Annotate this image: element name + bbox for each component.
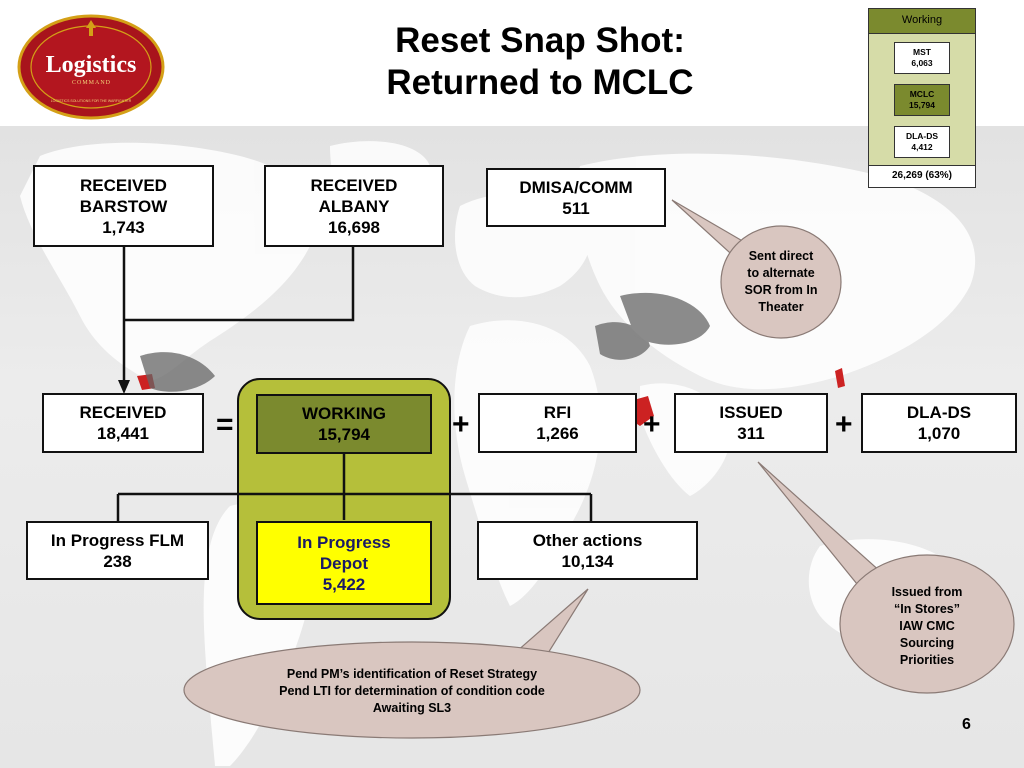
legend-total: 26,269 (63%) xyxy=(868,165,976,188)
plus-sign-2: + xyxy=(643,408,661,441)
working-box: WORKING 15,794 xyxy=(256,394,432,454)
received-barstow-label: RECEIVED xyxy=(80,175,167,195)
received-albany-box: RECEIVED ALBANY 16,698 xyxy=(264,165,444,247)
rfi-box: RFI 1,266 xyxy=(478,393,637,453)
title-line-2: Returned to MCLC xyxy=(386,63,694,102)
received-total-value: 18,441 xyxy=(97,424,149,443)
in-progress-depot-box: In Progress Depot 5,422 xyxy=(256,521,432,605)
dmisa-comm-box: DMISA/COMM 511 xyxy=(486,168,666,227)
map-dark-region-china xyxy=(620,292,710,345)
pend-line-3: Awaiting SL3 xyxy=(372,701,452,715)
plus-sign-1: + xyxy=(452,408,470,441)
in-progress-depot-label: In Progress xyxy=(297,532,391,552)
logo-ring-text: LOGISTICS SOLUTIONS FOR THE WARFIGHTER xyxy=(50,99,132,103)
plus-sign-3: + xyxy=(835,408,853,441)
logo-text: Logistics xyxy=(45,52,137,78)
issued-value: 311 xyxy=(737,424,765,443)
in-progress-flm-box: In Progress FLM 238 xyxy=(26,521,209,580)
issued-from-line-4: Sourcing xyxy=(899,636,955,650)
pend-line-1: Pend PM’s identification of Reset Strate… xyxy=(286,667,538,681)
working-label: WORKING xyxy=(301,404,387,423)
received-total-box: RECEIVED 18,441 xyxy=(42,393,204,453)
legend-item-mst: MST 6,063 xyxy=(894,42,950,74)
dla-ds-label: DLA-DS xyxy=(906,403,972,422)
received-albany-label: RECEIVED xyxy=(310,175,398,195)
in-progress-flm-label: In Progress FLM xyxy=(50,530,185,550)
received-barstow-location: BARSTOW xyxy=(79,196,168,216)
map-dark-region-us xyxy=(140,352,215,392)
issued-from-line-1: Issued from xyxy=(891,585,963,599)
pend-line-2: Pend LTI for determination of condition … xyxy=(279,684,545,698)
logo-subtext: COMMAND xyxy=(72,80,112,86)
issued-from-line-2: “In Stores” xyxy=(894,602,960,616)
received-barstow-box: RECEIVED BARSTOW 1,743 xyxy=(33,165,214,247)
dmisa-comm-label: DMISA/COMM xyxy=(519,177,633,197)
equals-sign: = xyxy=(216,408,234,441)
legend-item-mclc-value: 15,794 xyxy=(909,100,935,110)
logistics-command-logo: Logistics COMMAND LOGISTICS SOLUTIONS FO… xyxy=(16,14,166,120)
in-progress-depot-label-2: Depot xyxy=(319,553,369,573)
legend-item-dla-ds: DLA-DS 4,412 xyxy=(894,126,950,158)
legend-item-dla-ds-name: DLA-DS xyxy=(905,131,939,141)
sent-direct-line-4: Theater xyxy=(758,300,804,314)
issued-from-line-3: IAW CMC xyxy=(899,619,955,633)
issued-label: ISSUED xyxy=(719,403,783,422)
page-title: Reset Snap Shot: Returned to MCLC xyxy=(340,20,740,104)
callout-issued-text: Issued from “In Stores” IAW CMC Sourcing… xyxy=(867,584,987,669)
dmisa-comm-value: 511 xyxy=(562,198,590,218)
sent-direct-line-1: Sent direct xyxy=(748,249,814,263)
rfi-value: 1,266 xyxy=(536,424,579,443)
other-actions-label: Other actions xyxy=(532,530,643,550)
callout-sent-direct-text: Sent direct to alternate SOR from In The… xyxy=(726,248,836,316)
title-line-1: Reset Snap Shot: xyxy=(395,21,685,60)
callout-pend-text: Pend PM’s identification of Reset Strate… xyxy=(200,666,624,717)
issued-from-line-5: Priorities xyxy=(899,653,955,667)
sent-direct-line-3: SOR from In xyxy=(744,283,818,297)
page-number: 6 xyxy=(962,716,971,733)
dla-ds-box: DLA-DS 1,070 xyxy=(861,393,1017,453)
rfi-label: RFI xyxy=(543,403,572,422)
legend-header: Working xyxy=(868,8,976,34)
legend-item-mclc-name: MCLC xyxy=(909,89,935,99)
working-value: 15,794 xyxy=(318,425,370,444)
legend-item-mst-name: MST xyxy=(913,47,931,57)
dla-ds-value: 1,070 xyxy=(917,424,961,443)
other-actions-box: Other actions 10,134 xyxy=(477,521,698,580)
received-barstow-value: 1,743 xyxy=(102,217,145,237)
legend-item-mst-value: 6,063 xyxy=(911,58,933,68)
received-total-label: RECEIVED xyxy=(79,403,167,422)
received-albany-value: 16,698 xyxy=(328,217,380,237)
legend-item-dla-ds-value: 4,412 xyxy=(911,142,933,152)
received-albany-location: ALBANY xyxy=(318,196,390,216)
working-legend-panel: Working MST 6,063 MCLC 15,794 DLA-DS 4,4… xyxy=(868,8,976,188)
in-progress-depot-value: 5,422 xyxy=(322,574,366,594)
sent-direct-line-2: to alternate xyxy=(747,266,815,280)
map-highlight-japan xyxy=(835,368,845,388)
legend-item-mclc: MCLC 15,794 xyxy=(894,84,950,116)
other-actions-value: 10,134 xyxy=(561,551,614,571)
issued-box: ISSUED 311 xyxy=(674,393,828,453)
in-progress-flm-value: 238 xyxy=(103,551,132,571)
